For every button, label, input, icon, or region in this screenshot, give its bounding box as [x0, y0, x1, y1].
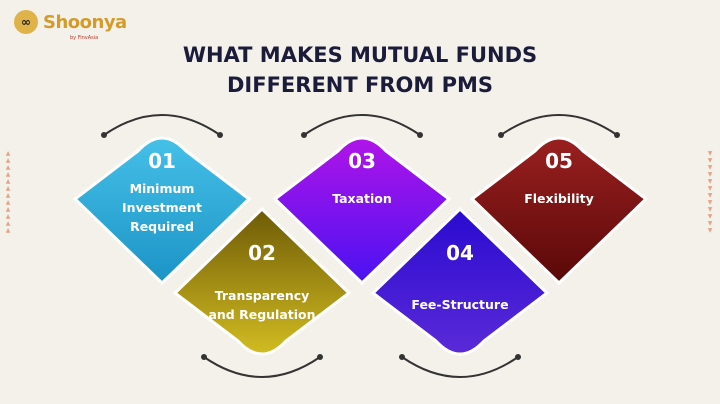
connector-arc	[401, 356, 519, 378]
item-number: 03	[348, 149, 376, 173]
item-label: Flexibility	[524, 191, 594, 206]
diamond-shape	[272, 136, 452, 286]
brand-logo: ∞ Shoonya	[14, 10, 127, 34]
diamond-shape	[469, 136, 649, 286]
logo-subtitle: by FinvAsia	[70, 35, 99, 41]
arc-dot	[301, 132, 307, 138]
item-number: 05	[545, 149, 573, 173]
item-label: Required	[130, 219, 194, 234]
triangle-pattern-left: ▲▲▲▲▲▲▲▲▲▲▲▲	[5, 150, 11, 234]
arc-dot	[201, 354, 207, 360]
diamond-shape	[172, 206, 352, 356]
item-number: 02	[248, 241, 276, 265]
item-number: 01	[148, 149, 176, 173]
arc-dot	[217, 132, 223, 138]
title-line-1: WHAT MAKES MUTUAL FUNDS	[182, 43, 538, 67]
connector-arc	[103, 114, 221, 136]
item-label: and Regulation	[208, 307, 315, 322]
triangle-pattern-right: ▼▼▼▼▼▼▼▼▼▼▼▼	[707, 150, 713, 234]
item-label: Minimum	[130, 181, 195, 196]
item-number: 04	[446, 241, 474, 265]
arc-dot	[614, 132, 620, 138]
arc-dot	[417, 132, 423, 138]
connector-arc	[203, 356, 321, 378]
arc-dot	[515, 354, 521, 360]
arc-dot	[101, 132, 107, 138]
item-label: Fee-Structure	[411, 297, 508, 312]
page-title: WHAT MAKES MUTUAL FUNDS DIFFERENT FROM P…	[0, 40, 720, 100]
title-line-2: DIFFERENT FROM PMS	[227, 73, 493, 97]
logo-text: Shoonya	[43, 11, 127, 33]
connector-arc	[500, 114, 618, 136]
item-label: Transparency	[215, 288, 310, 303]
diamond-shape	[370, 206, 550, 356]
diamond-shape	[72, 136, 252, 286]
item-label: Investment	[122, 200, 202, 215]
arc-dot	[317, 354, 323, 360]
connector-arc	[303, 114, 421, 136]
infinity-icon: ∞	[14, 10, 38, 34]
item-label: Taxation	[332, 191, 392, 206]
arc-dot	[498, 132, 504, 138]
arc-dot	[399, 354, 405, 360]
